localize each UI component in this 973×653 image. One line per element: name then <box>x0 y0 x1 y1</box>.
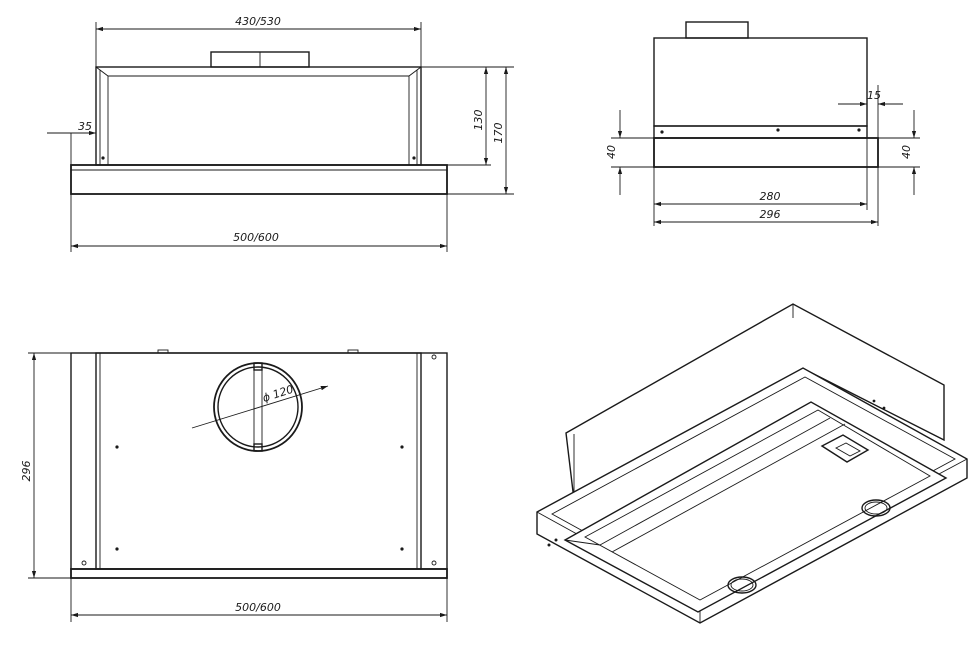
dim-left-height: 40 <box>605 145 618 159</box>
top-outline <box>70 352 448 570</box>
front-panel <box>70 164 448 195</box>
duct-outer <box>213 362 303 452</box>
light-left <box>727 576 757 594</box>
dim-right-height: 40 <box>900 145 913 159</box>
inner-panel <box>563 401 948 613</box>
control-panel <box>820 434 870 463</box>
light-right <box>861 499 891 517</box>
rail-side <box>653 125 868 139</box>
top-view: ϕ 120 296 500/600 <box>20 349 448 622</box>
dim-slider-offset: 15 <box>867 89 881 102</box>
front-view: 430/530 35 130 170 500/600 <box>47 15 514 252</box>
hood-body-side <box>653 37 868 127</box>
dim-bottom-width: 500/600 <box>233 231 279 244</box>
dim-total-height: 170 <box>492 123 505 144</box>
dim-top-depth: 296 <box>20 461 33 482</box>
isometric-view <box>536 303 968 624</box>
top-body <box>95 352 422 570</box>
dim-side-inset: 35 <box>78 120 92 133</box>
hood-body <box>95 66 422 166</box>
dim-inner-depth: 280 <box>760 190 781 203</box>
dim-body-height: 130 <box>472 110 485 131</box>
dim-total-depth: 296 <box>760 208 781 221</box>
dim-top-width: 500/600 <box>235 601 281 614</box>
slider-side <box>653 137 879 168</box>
side-view: 15 40 40 280 296 <box>605 21 920 226</box>
top-front-panel <box>70 568 448 579</box>
dim-top-width: 430/530 <box>235 15 281 28</box>
duct-inner <box>217 366 299 448</box>
duct-stub-side <box>685 21 749 39</box>
